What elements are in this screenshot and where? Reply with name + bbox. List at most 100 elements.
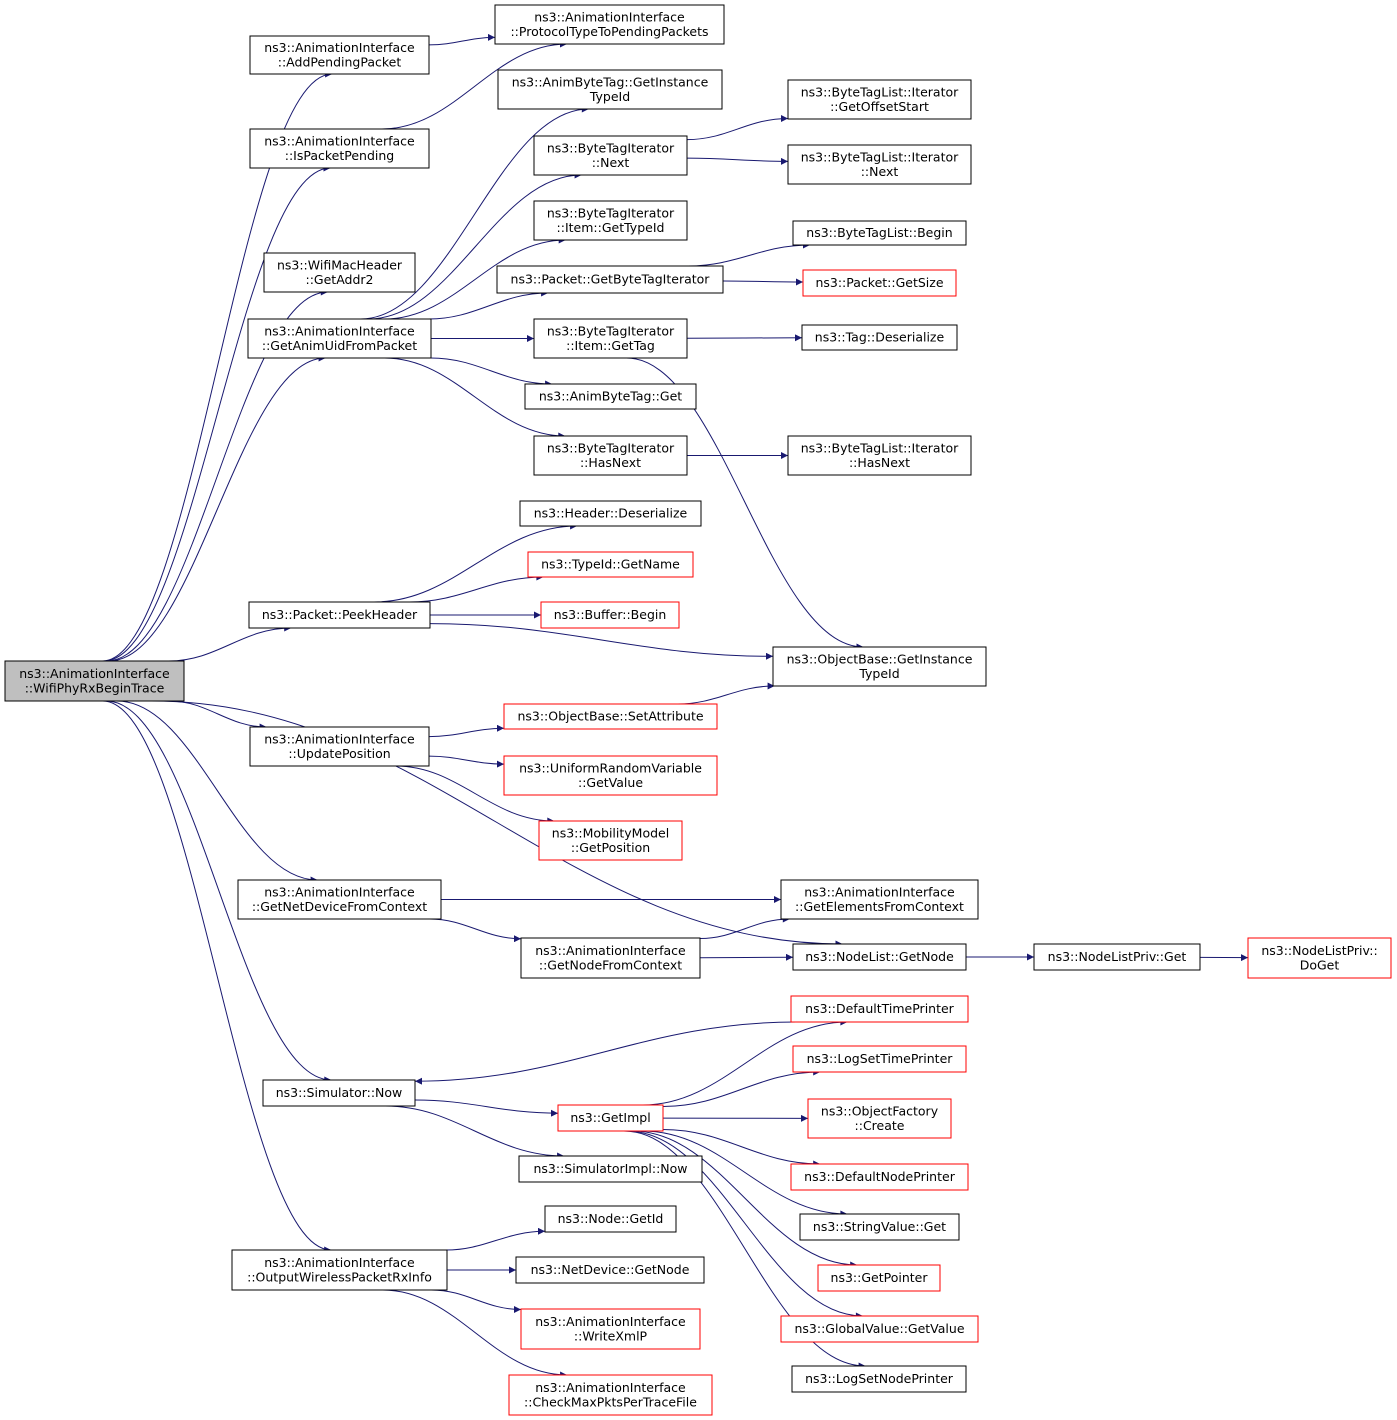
node-log-node-printer[interactable]: ns3::LogSetNodePrinter	[791, 1365, 967, 1393]
node-box	[544, 1205, 677, 1233]
edge-get_impl-to-gv_getvalue	[627, 1130, 863, 1320]
node-label-line: ns3::ObjectBase::GetInstance	[787, 651, 973, 666]
node-def-node-printer[interactable]: ns3::DefaultNodePrinter	[790, 1163, 969, 1191]
node-elem-ctx[interactable]: ns3::AnimationInterface::GetElementsFrom…	[780, 879, 979, 920]
node-label-line: ::ProtocolTypeToPendingPackets	[510, 24, 708, 39]
edge-arrow	[385, 1105, 565, 1160]
node-get-anim-uid[interactable]: ns3::AnimationInterface::GetAnimUidFromP…	[247, 318, 432, 359]
node-label-line: ns3::Node::GetId	[558, 1211, 664, 1226]
node-netdev-ctx[interactable]: ns3::AnimationInterface::GetNetDeviceFro…	[237, 879, 442, 920]
edge-add_pending-to-proto_pending	[428, 33, 496, 46]
node-root[interactable]: ns3::AnimationInterface::WifiPhyRxBeginT…	[4, 660, 185, 702]
node-output-rx[interactable]: ns3::AnimationInterface::OutputWirelessP…	[231, 1249, 448, 1291]
node-label-line: ::Create	[855, 1118, 905, 1133]
node-mob-pos[interactable]: ns3::MobilityModel::GetPosition	[538, 820, 683, 861]
node-label-line: TypeId	[858, 666, 899, 681]
node-btl-offset[interactable]: ns3::ByteTagList::Iterator::GetOffsetSta…	[787, 79, 972, 120]
node-is-pending[interactable]: ns3::AnimationInterface::IsPacketPending	[249, 128, 430, 169]
node-bti-hasnext[interactable]: ns3::ByteTagIterator::HasNext	[533, 435, 688, 476]
node-tag-deser[interactable]: ns3::Tag::Deserialize	[801, 324, 958, 351]
node-proto-pending[interactable]: ns3::AnimationInterface::ProtocolTypeToP…	[494, 4, 725, 45]
node-label-line: ::GetElementsFromContext	[795, 899, 964, 914]
node-pkt-get-bti[interactable]: ns3::Packet::GetByteTagIterator	[496, 265, 724, 294]
node-pkt-get-size[interactable]: ns3::Packet::GetSize	[802, 269, 957, 297]
node-box	[787, 435, 972, 476]
node-label-line: ::GetAnimUidFromPacket	[262, 338, 417, 353]
node-label-line: ::WriteXmlP	[574, 1328, 648, 1343]
node-label-line: ::GetValue	[578, 775, 643, 790]
edge-arrow	[699, 915, 790, 939]
node-abt-get[interactable]: ns3::AnimByteTag::Get	[524, 383, 697, 410]
node-nodelist-get[interactable]: ns3::NodeList::GetNode	[792, 943, 967, 971]
node-update-pos[interactable]: ns3::AnimationInterface::UpdatePosition	[249, 726, 430, 767]
node-nlp-get[interactable]: ns3::NodeListPriv::Get	[1033, 943, 1201, 971]
node-add-pending[interactable]: ns3::AnimationInterface::AddPendingPacke…	[249, 35, 430, 75]
node-wifi-addr2[interactable]: ns3::WifiMacHeader::GetAddr2	[263, 252, 416, 293]
node-box	[792, 220, 967, 246]
node-bti-next[interactable]: ns3::ByteTagIterator::Next	[533, 135, 688, 176]
node-hdr-deser[interactable]: ns3::Header::Deserialize	[519, 500, 702, 527]
node-btl-begin[interactable]: ns3::ByteTagList::Begin	[792, 220, 967, 246]
node-node-ctx[interactable]: ns3::AnimationInterface::GetNodeFromCont…	[520, 937, 701, 979]
edge-arrow	[381, 40, 568, 130]
node-netdev-getnode[interactable]: ns3::NetDevice::GetNode	[515, 1256, 705, 1284]
node-box	[790, 995, 969, 1023]
node-get-pointer[interactable]: ns3::GetPointer	[817, 1264, 941, 1292]
nodes-layer: ns3::AnimationInterface::WifiPhyRxBeginT…	[4, 4, 1392, 1416]
node-log-time-printer[interactable]: ns3::LogSetTimePrinter	[792, 1045, 967, 1073]
edge-bti_item_gettag-to-ob_instance	[626, 357, 864, 651]
node-label-line: ::Item::GetTypeId	[557, 220, 665, 235]
edge-bti_next-to-btl_next	[686, 157, 789, 165]
edge-get_anim_uid-to-pkt_get_bti	[428, 289, 549, 320]
edge-update_pos-to-urv_value	[428, 755, 505, 768]
node-label-line: ns3::GlobalValue::GetValue	[794, 1321, 964, 1336]
node-sim-now[interactable]: ns3::Simulator::Now	[262, 1079, 416, 1107]
node-ob-setattr[interactable]: ns3::ObjectBase::SetAttribute	[503, 703, 718, 730]
node-nlp-doget[interactable]: ns3::NodeListPriv::DoGet	[1247, 937, 1392, 979]
node-box	[557, 1104, 664, 1132]
node-btl-next[interactable]: ns3::ByteTagList::Iterator::Next	[787, 144, 972, 185]
node-node-getid[interactable]: ns3::Node::GetId	[544, 1205, 677, 1233]
edge-arrow	[429, 623, 774, 660]
node-box	[519, 500, 702, 527]
node-box	[497, 69, 723, 110]
node-box	[262, 1079, 416, 1107]
node-box	[807, 1098, 952, 1139]
node-typeid-name[interactable]: ns3::TypeId::GetName	[527, 551, 694, 578]
edge-arrow	[445, 1227, 546, 1251]
node-simimpl-now[interactable]: ns3::SimulatorImpl::Now	[518, 1155, 703, 1183]
node-buf-begin[interactable]: ns3::Buffer::Begin	[540, 601, 680, 629]
node-bti-item-typeid[interactable]: ns3::ByteTagIterator::Item::GetTypeId	[533, 200, 688, 241]
edge-arrow	[384, 357, 566, 440]
edge-is_pending-to-proto_pending	[381, 40, 568, 130]
node-gv-getvalue[interactable]: ns3::GlobalValue::GetValue	[780, 1315, 979, 1343]
edge-arrow	[374, 522, 578, 603]
edge-get_impl-to-get_pointer	[632, 1130, 858, 1269]
node-stringvalue-get[interactable]: ns3::StringValue::Get	[799, 1213, 960, 1241]
node-get-impl[interactable]: ns3::GetImpl	[557, 1104, 664, 1132]
node-btl-hasnext[interactable]: ns3::ByteTagList::Iterator::HasNext	[787, 435, 972, 476]
edge-arrow	[102, 700, 332, 1254]
edge-root-to-sim_now	[106, 700, 332, 1084]
node-check-max[interactable]: ns3::AnimationInterface::CheckMaxPktsPer…	[508, 1374, 713, 1416]
node-pkt-peek[interactable]: ns3::Packet::PeekHeader	[248, 601, 431, 629]
node-def-time-printer[interactable]: ns3::DefaultTimePrinter	[790, 995, 969, 1023]
node-box	[515, 1256, 705, 1284]
node-urv-value[interactable]: ns3::UniformRandomVariable::GetValue	[503, 755, 718, 796]
node-box	[1247, 937, 1392, 979]
node-box	[802, 269, 957, 297]
edge-sim_now-to-simimpl_now	[385, 1105, 565, 1160]
node-bti-item-gettag[interactable]: ns3::ByteTagIterator::Item::GetTag	[533, 318, 688, 359]
node-box	[249, 726, 430, 767]
edge-arrow	[688, 241, 811, 267]
edge-pkt_peek-to-hdr_deser	[374, 522, 578, 603]
edge-pkt_peek-to-typeid_name	[409, 573, 544, 603]
edge-arrow	[108, 354, 326, 662]
node-objfactory-create[interactable]: ns3::ObjectFactory::Create	[807, 1098, 952, 1139]
node-write-xmlp[interactable]: ns3::AnimationInterface::WriteXmlP	[520, 1308, 701, 1350]
edge-get_impl-to-log_node_printer	[623, 1130, 866, 1370]
edge-output_rx-to-write_xmlp	[431, 1289, 522, 1313]
node-label-line: ::OutputWirelessPacketRxInfo	[247, 1269, 432, 1284]
